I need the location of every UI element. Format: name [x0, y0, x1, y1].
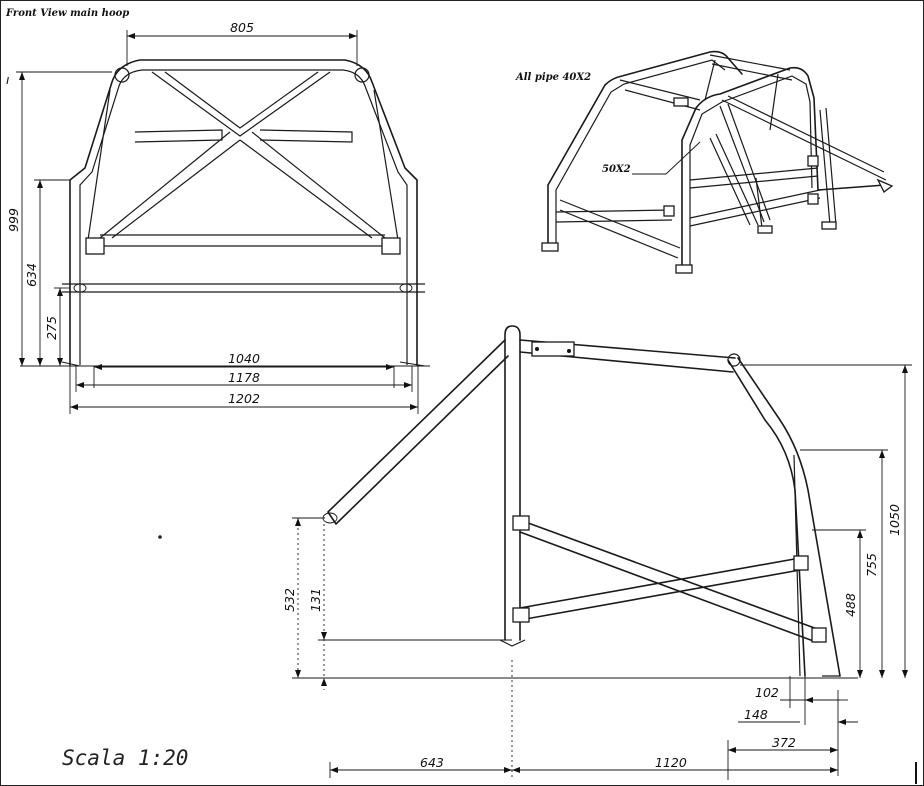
side-view: 1050 755 488 532 131 102	[282, 325, 912, 780]
front-view-main-hoop: 805 999 ı 634 275 1040 1178	[5, 8, 430, 414]
dimension-1120: 1120	[655, 755, 687, 770]
dimension-1040: 1040	[228, 351, 260, 366]
dimension-131: 131	[308, 588, 323, 612]
dimension-634: 634	[24, 263, 39, 287]
scale-label: Scala 1:20	[62, 746, 188, 770]
dimension-1178: 1178	[228, 370, 260, 385]
all-pipe-label: All pipe 40X2	[515, 72, 591, 83]
stray-dot	[158, 535, 162, 539]
dimension-1202: 1202	[228, 391, 260, 406]
dimension-755: 755	[864, 553, 879, 577]
isometric-view: All pipe 40X2	[515, 50, 894, 274]
dimension-532: 532	[282, 588, 297, 612]
pipe-50-label: 50X2	[602, 164, 631, 175]
dimension-102: 102	[755, 685, 779, 700]
dimension-643: 643	[420, 755, 444, 770]
dimension-999: 999	[6, 208, 21, 232]
dim-tick-mark: ı	[6, 72, 9, 87]
dimension-148: 148	[744, 707, 768, 722]
dimension-488: 488	[843, 593, 858, 617]
dimension-1050: 1050	[887, 504, 902, 536]
dimension-805: 805	[230, 20, 254, 35]
dimension-275: 275	[44, 316, 59, 340]
front-view-label: Front View main hoop	[5, 8, 129, 19]
dimension-372: 372	[772, 735, 796, 750]
